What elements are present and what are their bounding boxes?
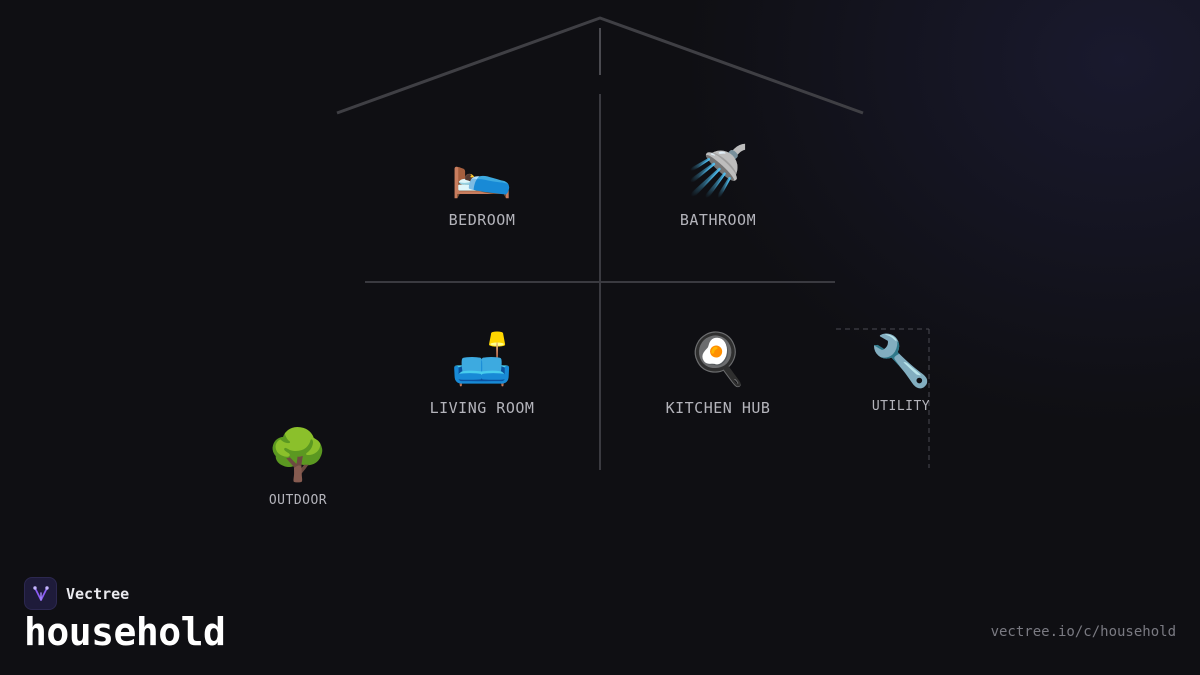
page-title: household bbox=[24, 610, 226, 654]
vectree-logo-icon bbox=[24, 577, 57, 610]
room-label: UTILITY bbox=[871, 399, 931, 414]
page-url-link[interactable]: vectree.io/c/household bbox=[990, 624, 1176, 640]
brand[interactable]: Vectree bbox=[24, 577, 129, 610]
roof-outline bbox=[336, 16, 864, 115]
room-label: OUTDOOR bbox=[268, 493, 328, 508]
room-label: KITCHEN HUB bbox=[665, 399, 771, 417]
frying-pan-egg-icon: 🍳 bbox=[686, 330, 750, 388]
room-label: LIVING ROOM bbox=[429, 399, 535, 417]
room-living-room[interactable]: 🛋️ LIVING ROOM bbox=[430, 331, 535, 417]
room-outdoor[interactable]: 🌳 OUTDOOR bbox=[267, 427, 329, 508]
shower-icon: 🚿 bbox=[686, 142, 750, 200]
room-bathroom[interactable]: 🚿 BATHROOM bbox=[680, 143, 756, 229]
room-label: BEDROOM bbox=[448, 211, 516, 229]
brand-name: Vectree bbox=[66, 584, 130, 603]
room-bedroom[interactable]: 🛌 BEDROOM bbox=[449, 143, 516, 229]
room-kitchen-hub[interactable]: 🍳 KITCHEN HUB bbox=[666, 331, 771, 417]
wrench-icon: 🔧 bbox=[869, 332, 933, 390]
room-utility[interactable]: 🔧 UTILITY bbox=[870, 333, 932, 414]
room-label: BATHROOM bbox=[679, 211, 757, 229]
couch-and-lamp-icon: 🛋️ bbox=[450, 330, 514, 388]
tree-icon: 🌳 bbox=[266, 426, 330, 484]
bed-icon: 🛌 bbox=[450, 142, 514, 200]
